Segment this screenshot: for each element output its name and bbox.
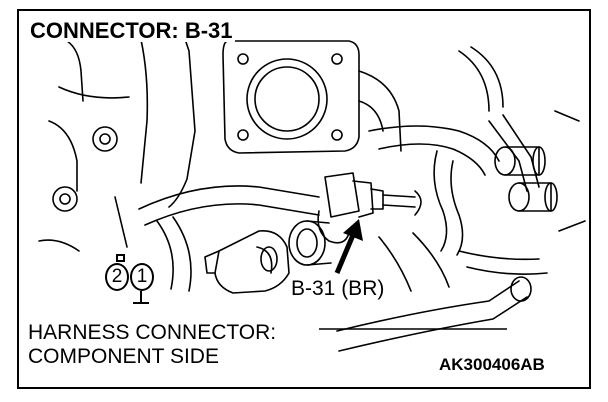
- sensor-b31: [317, 172, 422, 244]
- component-side-label: COMPONENT SIDE: [28, 345, 219, 368]
- manifold-edge: [168, 20, 196, 208]
- throttle-body: [222, 40, 402, 154]
- lower-pipe: [138, 185, 320, 292]
- figure-code: AK300406AB: [439, 355, 545, 374]
- diagram-frame: CONNECTOR: B-31 B-31 (BR) 2 1 HARNESS CO…: [17, 9, 591, 389]
- engine-illustration: [38, 20, 586, 352]
- connector-callout-label: B-31 (BR): [291, 277, 385, 300]
- lower-hose: [336, 232, 548, 352]
- connector-title: CONNECTOR: B-31: [28, 18, 235, 43]
- connector-symbol: [116, 254, 149, 304]
- connector-pin-1: 1: [130, 263, 154, 291]
- connector-pin-2: 2: [105, 263, 129, 291]
- harness-connector-label: HARNESS CONNECTOR:: [28, 321, 277, 344]
- port-fitting: [288, 220, 332, 266]
- vacuum-hoses: [368, 46, 540, 256]
- hose-fittings: [494, 146, 558, 212]
- callout-arrow: [334, 219, 363, 274]
- harness-connector-body: [204, 230, 290, 294]
